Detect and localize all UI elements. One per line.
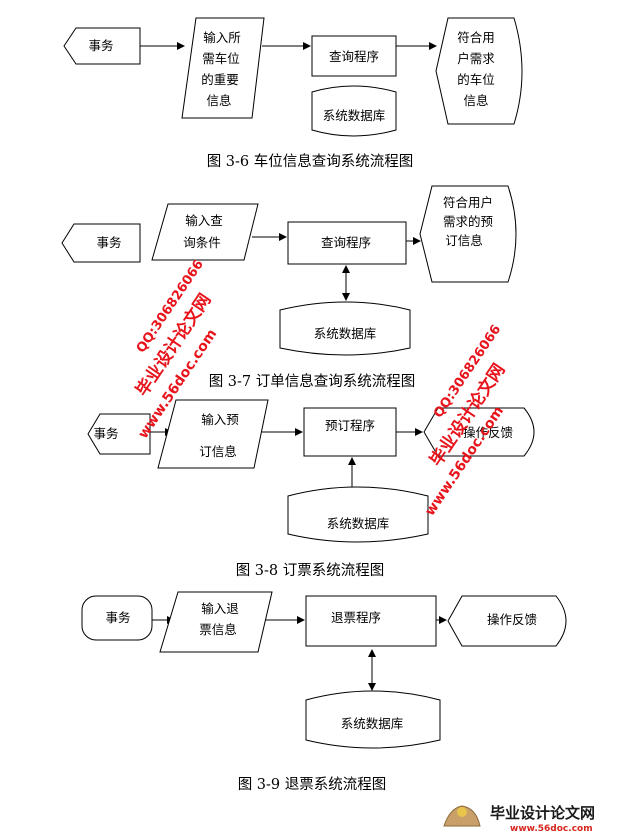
output-display <box>423 407 535 457</box>
process-label: 查询程序 <box>321 235 371 250</box>
event-label: 事务 <box>93 426 118 441</box>
input-parallelogram <box>181 17 265 119</box>
event-label: 事务 <box>88 38 113 53</box>
process-label: 查询程序 <box>329 49 379 64</box>
event-label: 事务 <box>105 610 130 625</box>
db-label: 系统数据库 <box>327 516 390 531</box>
figure-3-8: 事务 输入预 订信息 预订程序 系统数据库 操作反馈 图 3-8 订票系统流程图 <box>87 399 535 579</box>
process-label: 退票程序 <box>331 610 381 625</box>
figure-3-9: 事务 输入退 票信息 退票程序 系统数据库 操作反馈 图 3-9 退票系统流程图 <box>81 591 567 793</box>
process-box <box>305 595 437 647</box>
input-line-2: 需车位 <box>202 51 240 66</box>
database-cylinder <box>287 486 429 543</box>
input-line-2: 询条件 <box>183 235 221 250</box>
database-cylinder <box>311 85 397 137</box>
event-terminal <box>61 223 141 263</box>
input-parallelogram <box>159 591 273 653</box>
db-label: 系统数据库 <box>323 108 386 123</box>
input-line-1: 输入预 <box>201 412 239 427</box>
output-line-2: 需求的预 <box>443 214 493 229</box>
logo-text: 毕业设计论文网 <box>490 804 595 822</box>
database-cylinder <box>279 301 411 356</box>
logo-url: www.56doc.com <box>510 824 593 834</box>
output-line-2: 户需求 <box>457 51 495 66</box>
logo-sun-icon <box>457 807 467 817</box>
process-box <box>303 407 397 457</box>
input-line-2: 订信息 <box>199 444 237 459</box>
figure-caption: 图 3-6 车位信息查询系统流程图 <box>207 153 414 170</box>
output-line-3: 订信息 <box>445 233 483 248</box>
figure-3-7: 事务 输入查 询条件 查询程序 系统数据库 符合用户 需求的预 订信息 图 3-… <box>61 185 517 390</box>
event-terminal <box>63 27 141 65</box>
output-line-1: 符合用 <box>457 30 495 45</box>
output-line-3: 的车位 <box>457 72 495 87</box>
figure-caption: 图 3-9 退票系统流程图 <box>238 776 387 793</box>
db-label: 系统数据库 <box>341 716 404 731</box>
process-label: 预订程序 <box>325 418 375 433</box>
event-terminal <box>81 595 153 641</box>
input-parallelogram <box>157 399 269 469</box>
input-line-1: 输入退 <box>201 601 239 616</box>
event-terminal <box>87 413 151 455</box>
input-parallelogram <box>151 203 259 261</box>
input-line-3: 的重要 <box>201 72 239 87</box>
site-logo: 毕业设计论文网 www.56doc.com <box>443 804 595 834</box>
output-display <box>419 185 517 283</box>
input-line-2: 票信息 <box>199 622 237 637</box>
input-line-4: 信息 <box>206 93 231 108</box>
output-line-4: 信息 <box>463 93 488 108</box>
output-display <box>435 17 523 125</box>
event-label: 事务 <box>96 235 121 250</box>
database-cylinder <box>305 690 441 749</box>
figure-caption: 图 3-7 订单信息查询系统流程图 <box>209 373 416 390</box>
process-box <box>287 221 407 265</box>
figure-3-6: 事务 输入所 需车位 的重要 信息 查询程序 系统数据库 符合用 户需求 的车位… <box>63 17 523 170</box>
input-line-1: 输入查 <box>185 213 223 228</box>
output-line-1: 符合用户 <box>443 195 493 210</box>
output-label: 操作反馈 <box>487 612 537 627</box>
process-box <box>311 35 397 77</box>
figure-caption: 图 3-8 订票系统流程图 <box>236 562 385 579</box>
db-label: 系统数据库 <box>314 326 377 341</box>
input-line-1: 输入所 <box>203 30 241 45</box>
output-display <box>447 595 567 647</box>
output-label: 操作反馈 <box>463 425 513 440</box>
